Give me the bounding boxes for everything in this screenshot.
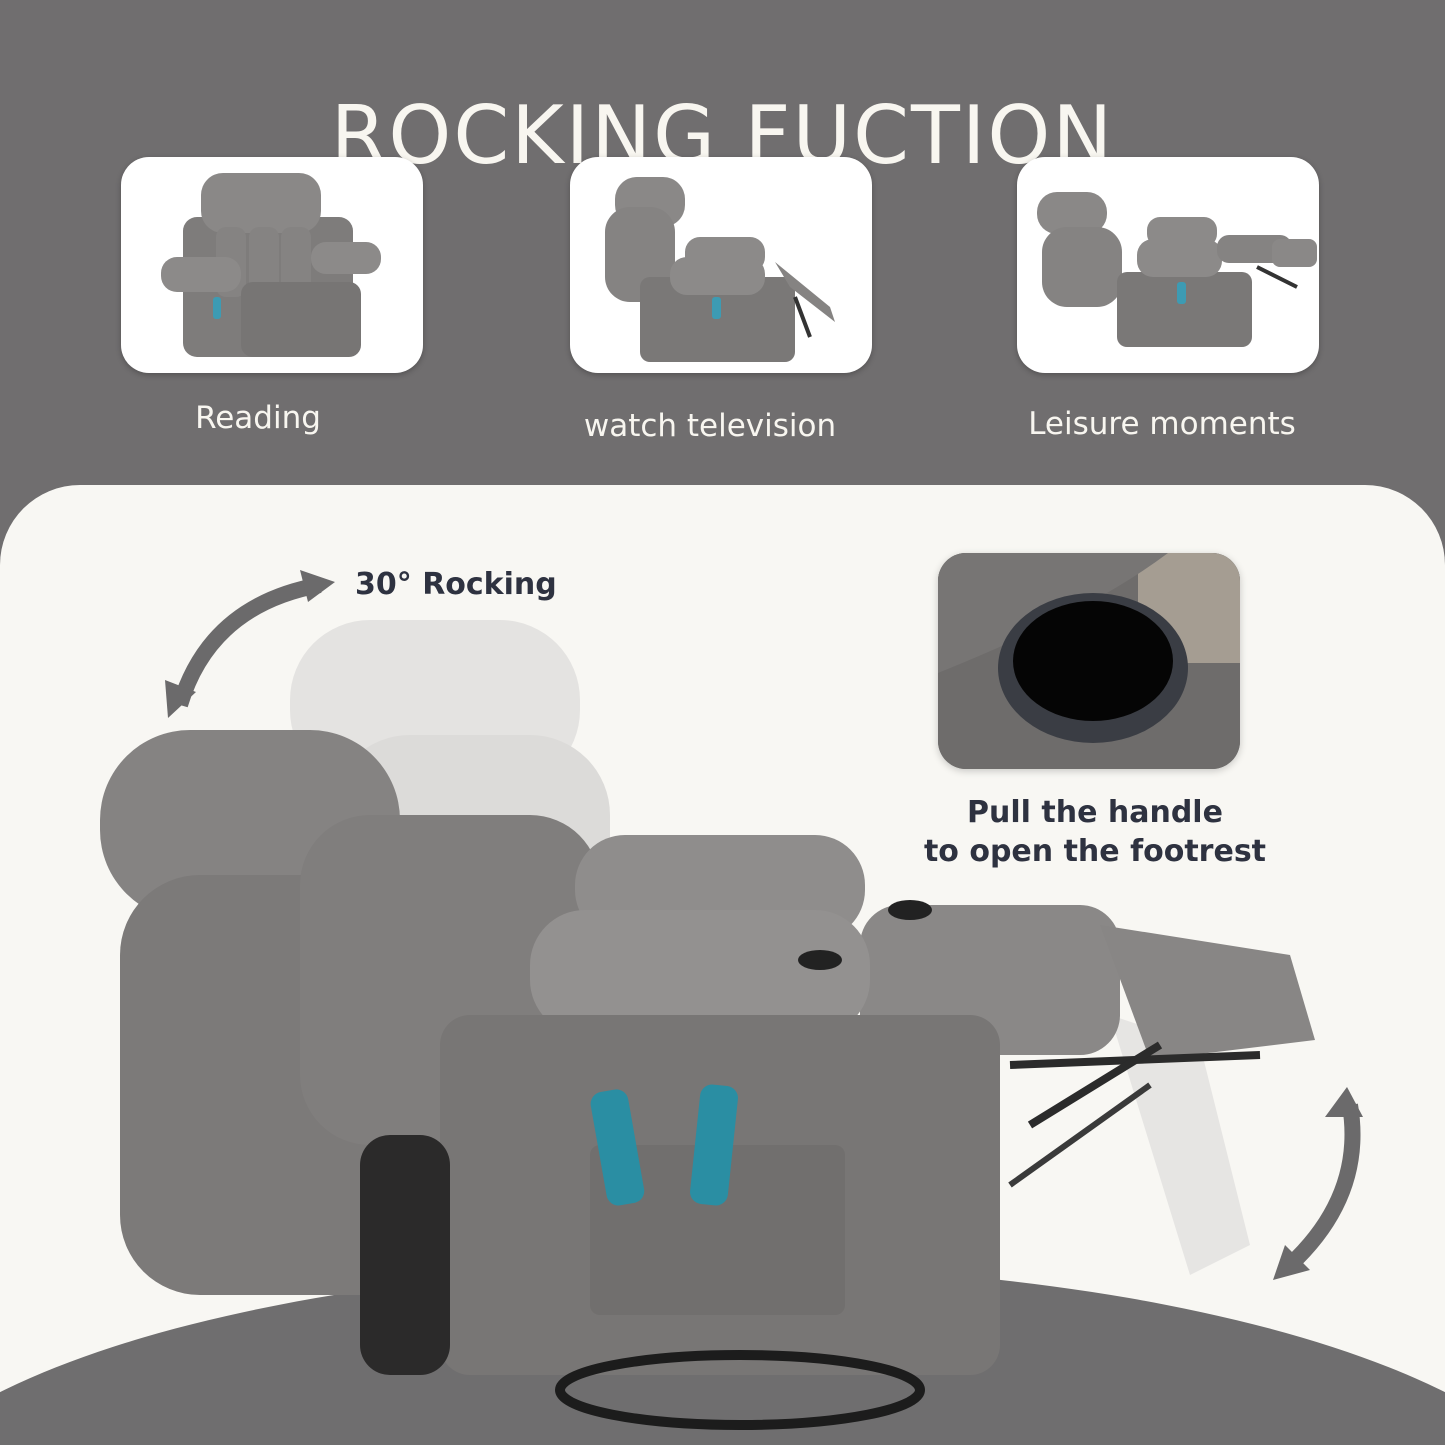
upright-recliner-image [161,173,381,357]
mode-card-watch-television [570,157,872,373]
mode-caption-reading: Reading [195,400,321,436]
mode-card-leisure-moments [1017,157,1319,373]
footrest-instruction-line2: to open the footrest [923,834,1267,869]
cup-holder-image [938,553,1240,769]
main-recliner-image [100,620,1315,1430]
mode-caption-leisure-moments: Leisure moments [1028,406,1296,442]
mode-card-reading [121,157,423,373]
cup-holder-inset [938,553,1240,769]
feature-panel: 30° Rocking Pull the handle to open the … [0,485,1445,1445]
footrest-instruction: Pull the handle to open the footrest [900,793,1290,871]
mode-caption-watch-television: watch television [583,408,837,444]
footrest-arrow-icon [1273,1087,1363,1280]
rocking-angle-label: 30° Rocking [355,567,557,602]
fully-reclined-image [1037,192,1317,347]
footrest-instruction-line1: Pull the handle [967,795,1223,830]
rocking-arrow-icon [165,570,335,718]
partially-reclined-image [605,177,835,362]
